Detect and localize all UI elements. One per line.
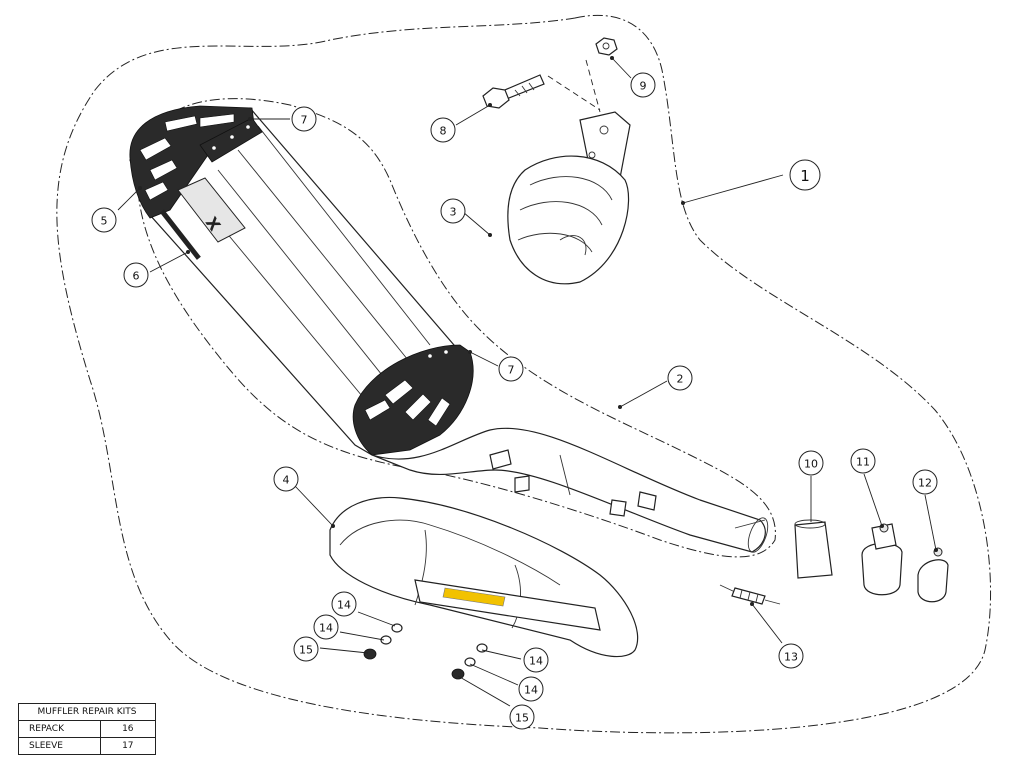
callout-10: 10 [798,450,824,476]
callout-9: 9 [630,72,656,98]
callout-5: 5 [91,207,117,233]
svg-text:11: 11 [856,456,870,469]
table-row: REPACK 16 [18,720,157,738]
table-header-row: MUFFLER REPAIR KITS [18,703,156,721]
svg-text:15: 15 [299,644,313,657]
svg-text:13: 13 [784,651,798,664]
svg-text:1: 1 [800,167,810,185]
spring-clamp [917,547,949,603]
callout-14-d: 14 [518,676,544,702]
callout-12: 12 [912,469,938,495]
badge-plate [177,177,246,243]
callout-15-a: 15 [293,636,319,662]
fasteners [363,623,488,680]
muffler-body: X [129,105,474,456]
svg-text:9: 9 [640,80,647,93]
callout-11: 11 [850,448,876,474]
svg-text:5: 5 [101,215,108,228]
callout-1: 1 [789,159,821,191]
svg-text:14: 14 [337,599,351,612]
callout-14-c: 14 [523,647,549,673]
table-row: SLEEVE 17 [18,737,157,755]
callout-7-front: 7 [498,356,524,382]
callout-7-rear: 7 [291,106,317,132]
bolt [482,74,601,111]
svg-text:4: 4 [283,474,290,487]
svg-text:7: 7 [301,114,308,127]
callout-14-b: 14 [313,614,339,640]
svg-text:3: 3 [450,206,457,219]
svg-text:6: 6 [133,270,140,283]
callout-6: 6 [123,262,149,288]
svg-text:12: 12 [918,477,932,490]
svg-text:10: 10 [804,458,818,471]
callout-14-a: 14 [331,591,357,617]
leader-dots [138,56,938,606]
nut [585,37,618,113]
kit-part-number: 17 [99,737,157,755]
front-end-cap [352,344,474,456]
svg-text:14: 14 [524,684,538,697]
hanger-bracket [507,111,631,285]
clamp [861,523,903,596]
table-title: MUFFLER REPAIR KITS [18,703,156,721]
svg-text:14: 14 [529,655,543,668]
callout-8: 8 [430,117,456,143]
svg-text:2: 2 [677,373,684,386]
kit-part-number: 16 [99,720,157,738]
link-pipe [371,427,769,553]
sleeve [794,519,833,579]
callout-2: 2 [667,365,693,391]
callout-4: 4 [273,466,299,492]
svg-text:15: 15 [515,712,529,725]
callout-15-b: 15 [509,704,535,730]
kit-label: REPACK [18,720,101,738]
leader-lines [117,57,937,707]
spring [719,584,781,605]
heat-shield [329,496,639,658]
svg-text:7: 7 [508,364,515,377]
callout-13: 13 [778,643,804,669]
svg-text:8: 8 [440,125,447,138]
kit-label: SLEEVE [18,737,101,755]
muffler-repair-kits-table: MUFFLER REPAIR KITS REPACK 16 SLEEVE 17 [18,703,157,755]
assembly-2-boundary [136,98,776,558]
svg-text:14: 14 [319,622,333,635]
callout-3: 3 [440,198,466,224]
